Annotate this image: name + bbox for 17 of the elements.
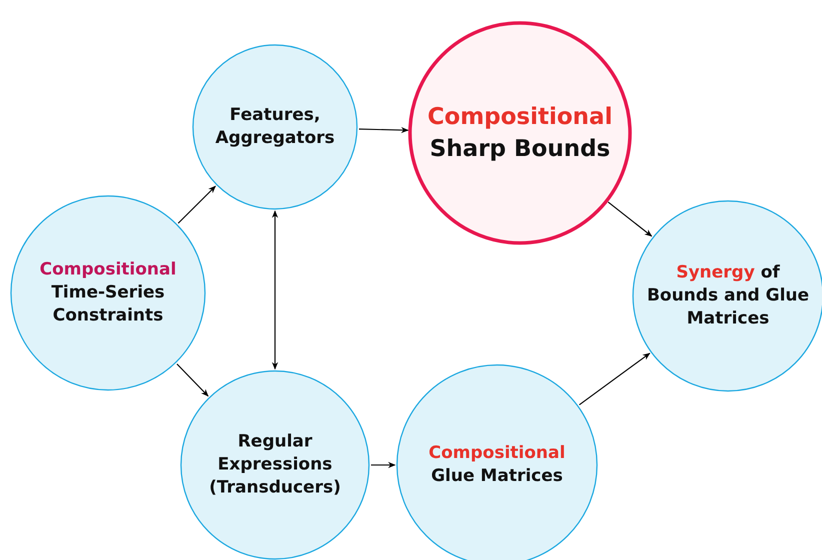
node-circle <box>10 195 206 391</box>
arrow <box>371 462 396 468</box>
node-label: Compositional Sharp Bounds <box>428 104 612 162</box>
node-circle <box>180 370 370 560</box>
arrow <box>358 127 409 134</box>
arrow <box>176 364 209 397</box>
node-label: Features, Aggregators <box>215 105 335 148</box>
arrow <box>272 210 278 370</box>
node-circle <box>192 44 358 210</box>
arrow <box>608 202 652 237</box>
node-circle <box>408 21 632 245</box>
arrow <box>178 186 216 224</box>
node-label: Regular Expressions (Transducers) <box>209 432 341 498</box>
arrow <box>579 352 650 406</box>
node-label: Compositional Time-Series Constraints <box>40 260 176 326</box>
node-label: Synergy of Bounds and Glue Matrices <box>646 262 810 328</box>
node-label: Compositional Glue Matrices <box>428 443 566 486</box>
